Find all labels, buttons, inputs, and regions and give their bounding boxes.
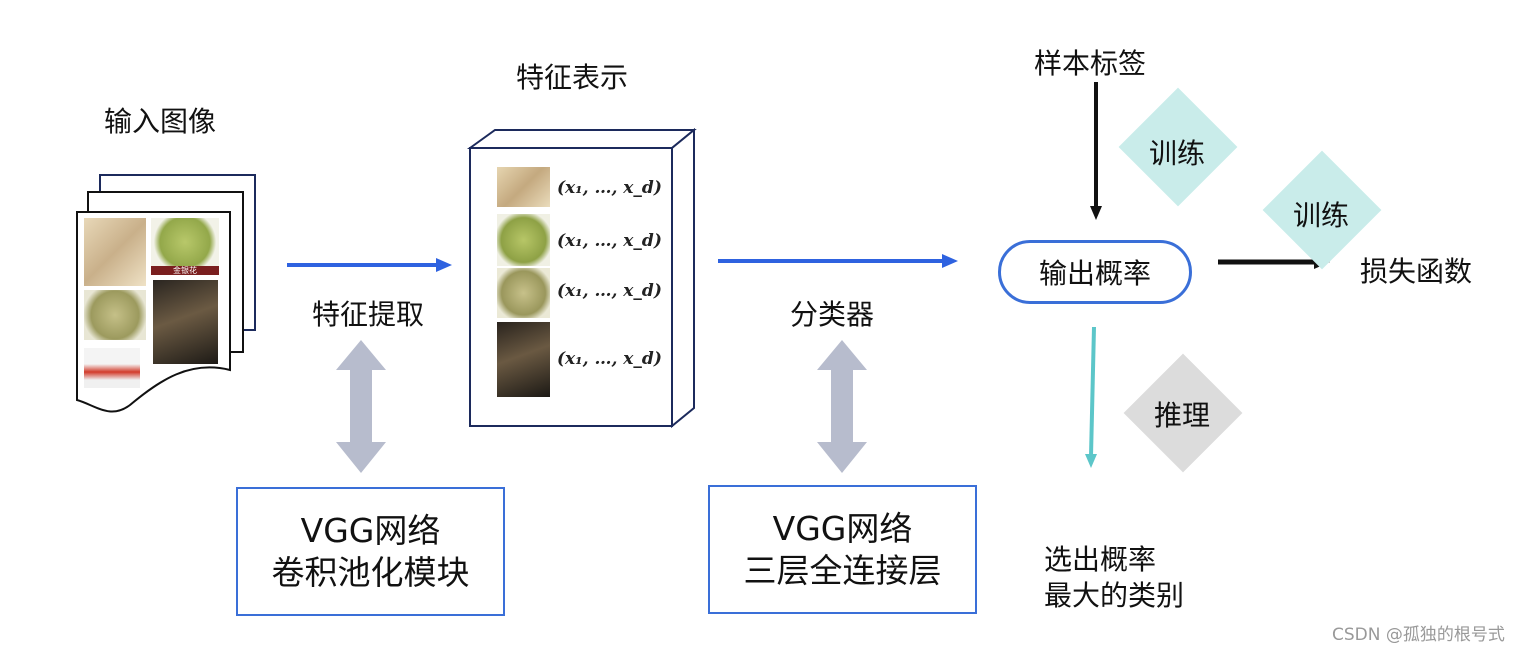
loss-label: 损失函数 bbox=[1360, 255, 1473, 288]
select-class-line2: 最大的类别 bbox=[1044, 579, 1185, 612]
feature-thumb-1 bbox=[497, 167, 550, 207]
arrow-inference bbox=[1085, 326, 1097, 468]
classifier-label: 分类器 bbox=[790, 298, 875, 331]
vgg-conv-box: VGG网络 卷积池化模块 bbox=[236, 487, 505, 616]
arrow-feature-extract bbox=[287, 258, 452, 272]
herb-thumb-1 bbox=[84, 218, 146, 286]
watermark: CSDN @孤独的根号式 bbox=[1332, 625, 1505, 645]
herb-thumb-2 bbox=[151, 218, 219, 266]
vgg-conv-line1: VGG网络 bbox=[300, 511, 441, 551]
arrow-classifier bbox=[718, 254, 958, 268]
output-probability-label: 输出概率 bbox=[1038, 257, 1151, 290]
train-label-2: 训练 bbox=[1293, 199, 1350, 232]
select-class-line1: 选出概率 bbox=[1044, 543, 1157, 576]
herb-thumb-3 bbox=[84, 290, 146, 340]
double-arrow-conv bbox=[336, 340, 386, 473]
feature-thumb-3 bbox=[497, 268, 550, 318]
herb-thumb-5 bbox=[84, 348, 140, 388]
vgg-fc-line1: VGG网络 bbox=[772, 509, 913, 549]
vgg-conv-line2: 卷积池化模块 bbox=[271, 552, 470, 592]
herb-thumb-4 bbox=[153, 280, 218, 364]
feature-thumb-4 bbox=[497, 322, 550, 397]
sample-label-label: 样本标签 bbox=[1034, 47, 1147, 80]
feature-vector-3: (x₁, …, x_d) bbox=[557, 281, 662, 301]
infer-label: 推理 bbox=[1154, 399, 1211, 432]
vgg-fc-line2: 三层全连接层 bbox=[743, 550, 942, 590]
feature-repr-label: 特征表示 bbox=[516, 61, 629, 94]
feature-vector-2: (x₁, …, x_d) bbox=[557, 231, 662, 251]
train-label-1: 训练 bbox=[1149, 137, 1206, 170]
feature-thumb-2 bbox=[497, 214, 550, 266]
herb-tag: 金银花 bbox=[151, 266, 219, 275]
feature-extract-label: 特征提取 bbox=[312, 298, 425, 331]
output-probability-node: 输出概率 bbox=[998, 240, 1192, 304]
feature-vector-1: (x₁, …, x_d) bbox=[557, 178, 662, 198]
vgg-fc-box: VGG网络 三层全连接层 bbox=[708, 485, 977, 614]
double-arrow-fc bbox=[817, 340, 867, 473]
arrow-sample-label bbox=[1090, 82, 1102, 220]
input-image-label: 输入图像 bbox=[104, 105, 217, 138]
feature-vector-4: (x₁, …, x_d) bbox=[557, 349, 662, 369]
